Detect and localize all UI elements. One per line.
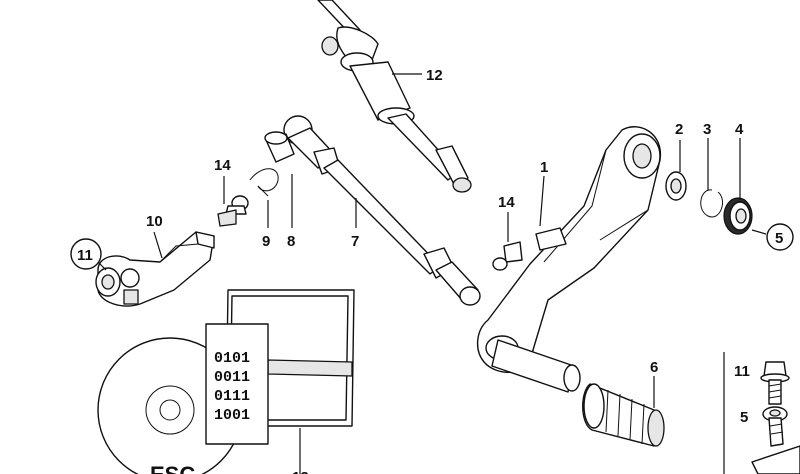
- legend-item-11: 11: [734, 361, 790, 405]
- part-10-selector-lever: [95, 231, 215, 307]
- legend-label-11: 11: [734, 363, 750, 380]
- callout-7: 7: [351, 233, 359, 250]
- callout-5: 5: [775, 230, 783, 247]
- part-1-shift-lever: [477, 126, 662, 393]
- callout-4: 4: [735, 121, 744, 138]
- part-14-ball-pin-right: [492, 241, 523, 271]
- part-3-circlip: [700, 189, 723, 218]
- callout-14-left: 14: [214, 157, 231, 174]
- disc-label: ESC: [150, 462, 195, 474]
- leader-lines: [97, 73, 767, 474]
- legend-bolts: 11 5: [723, 352, 800, 474]
- flange-bolt-icon: [760, 361, 790, 405]
- part-6-foot-peg-rubber: [582, 383, 665, 447]
- callout-8: 8: [287, 233, 295, 250]
- part-8-ball-socket: [264, 131, 295, 163]
- legend-item-5: 5: [740, 406, 788, 447]
- binary-code-label: [205, 323, 269, 445]
- callout-5-circled: 5: [766, 223, 794, 251]
- part-7-shift-rod: [283, 115, 481, 306]
- callout-14-right: 14: [498, 194, 515, 211]
- binary-line-3: 0111: [214, 388, 250, 405]
- corner-tab: [751, 445, 800, 474]
- callout-2: 2: [675, 121, 683, 138]
- callout-11-circled: 11: [70, 238, 102, 270]
- callout-10: 10: [146, 213, 163, 230]
- legend-label-5: 5: [740, 409, 748, 426]
- callout-6: 6: [650, 359, 658, 376]
- callout-11: 11: [77, 247, 93, 264]
- part-14-ball-pin-left: [217, 195, 249, 227]
- part-13-software-package: 0101 0011 0111 1001 ESC: [97, 289, 355, 474]
- binary-line-4: 1001: [214, 407, 250, 424]
- callout-3: 3: [703, 121, 711, 138]
- callout-12: 12: [426, 67, 443, 84]
- part-4-bearing: [723, 197, 753, 235]
- callouts: 12 1 2 3 4 5 6 7 8 9 10 11 13 14 14: [70, 67, 794, 474]
- callout-9: 9: [262, 233, 270, 250]
- part-12-shift-rod-upper: [317, 0, 472, 193]
- part-9-spring-clip: [249, 168, 279, 197]
- callout-13: 13: [292, 469, 309, 474]
- torx-bolt-icon: [762, 406, 788, 447]
- binary-line-1: 0101: [214, 350, 250, 367]
- callout-1: 1: [540, 159, 548, 176]
- binary-line-2: 0011: [214, 369, 250, 386]
- part-2-washer: [665, 171, 687, 201]
